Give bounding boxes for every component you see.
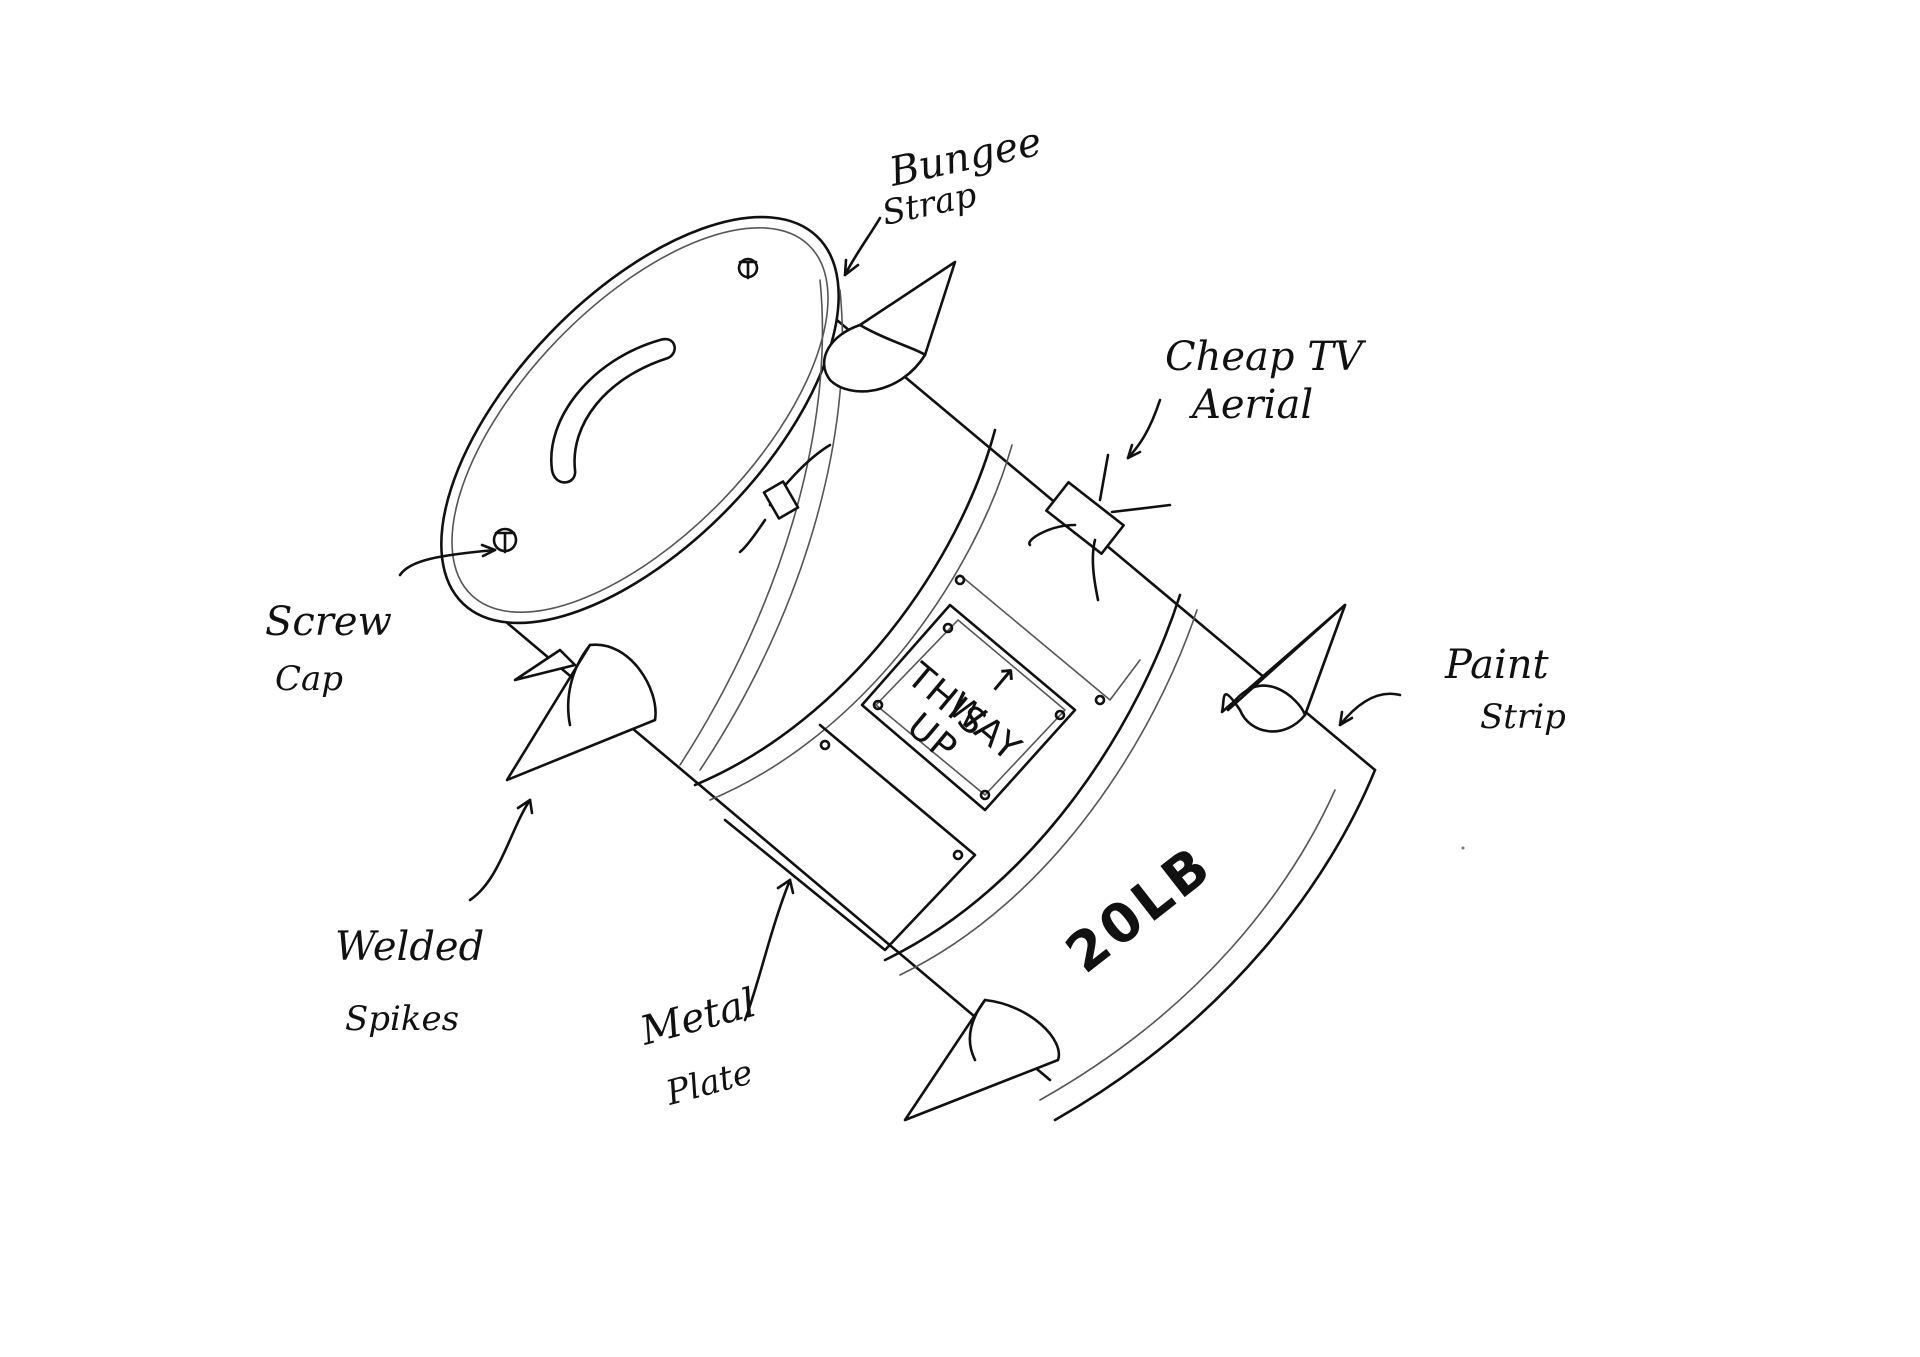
arrow-bungee-strap xyxy=(843,216,882,277)
label-paint-strip-line2: Strip xyxy=(1480,697,1566,737)
welded-spike-left xyxy=(505,643,657,782)
label-metal-plate-line1: Metal xyxy=(635,980,761,1055)
welded-spike-left-small xyxy=(513,648,577,682)
welded-spike-bottom xyxy=(903,998,1061,1122)
screw-cap-top xyxy=(737,257,759,280)
label-cheap-tv-aerial-line2: Aerial xyxy=(1188,382,1313,428)
screw-cap-bottom xyxy=(492,527,518,554)
label-metal-plate-line2: Plate xyxy=(661,1052,757,1114)
metal-plate-lower xyxy=(723,723,977,952)
label-welded-spikes-line2: Spikes xyxy=(345,999,459,1039)
metal-plate-side xyxy=(954,574,1141,706)
label-screw-cap-line2: Cap xyxy=(275,659,343,699)
label-cheap-tv-aerial-line1: Cheap TV xyxy=(1165,334,1367,380)
stray-mark xyxy=(1461,846,1465,850)
weight-stencil: 20LB xyxy=(1054,833,1224,985)
metal-plate-this-way-up: ↑ THIS WAY UP xyxy=(860,603,1077,812)
barrel-lid xyxy=(440,215,840,625)
welded-spike-top xyxy=(822,260,957,393)
paint-strip-bands xyxy=(693,428,1198,976)
tv-aerial xyxy=(1028,453,1172,602)
label-welded-spikes-line1: Welded xyxy=(335,924,484,970)
arrow-cheap-tv-aerial xyxy=(1126,398,1162,460)
arrow-metal-plate xyxy=(743,878,795,1022)
welded-spike-right xyxy=(1220,603,1347,733)
arrow-welded-spikes xyxy=(468,798,534,902)
arrow-paint-strip xyxy=(1338,692,1402,727)
label-paint-strip-line1: Paint xyxy=(1444,642,1550,688)
label-screw-cap-line1: Screw xyxy=(265,599,392,645)
arrow-screw-cap xyxy=(398,543,497,577)
